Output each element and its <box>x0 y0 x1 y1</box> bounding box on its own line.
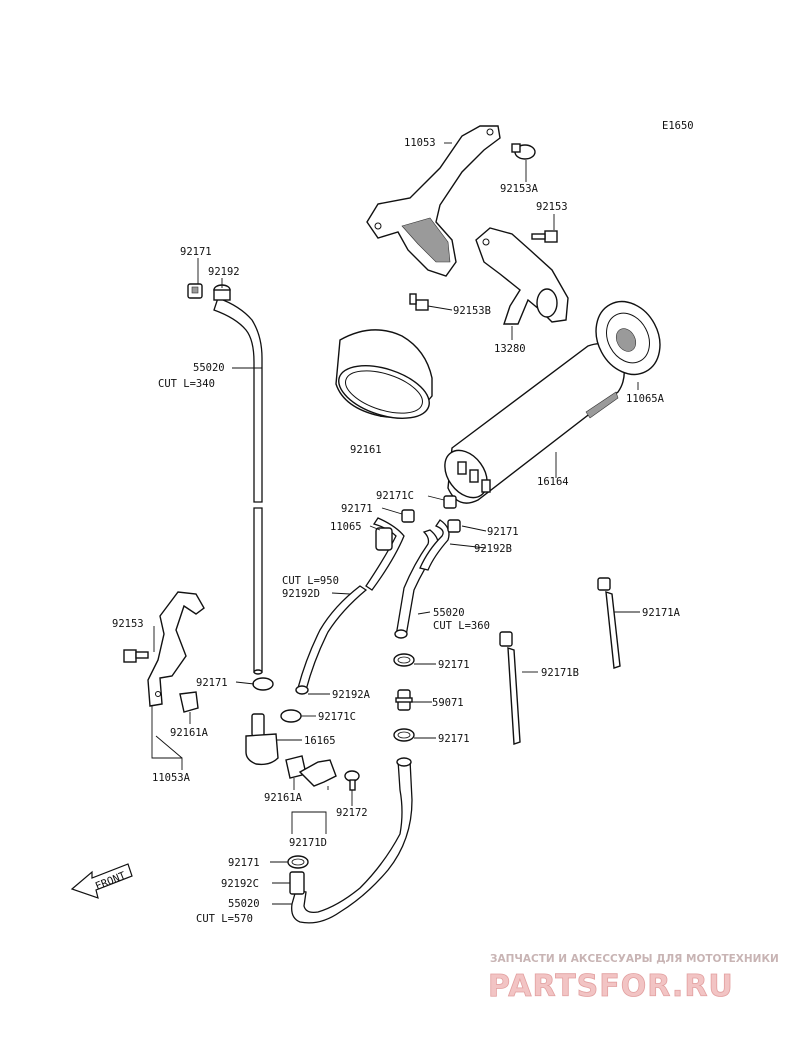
label-11065A: 11065A <box>626 393 665 405</box>
watermark: ЗАПЧАСТИ И АКСЕССУАРЫ ДЛЯ МОТОТЕХНИКИ PA… <box>488 953 779 1004</box>
label-92171-e: 92171 <box>196 677 228 689</box>
label-92161A-b: 92161A <box>264 792 303 804</box>
watermark-logo: PARTSFOR.RU <box>488 969 734 1004</box>
label-92153B: 92153B <box>453 305 491 317</box>
label-92171B: 92171B <box>541 667 579 679</box>
bolt-92153A <box>511 143 536 160</box>
label-92171-b: 92171 <box>341 503 373 515</box>
cap-11065A <box>595 300 661 376</box>
label-92192A: 92192A <box>332 689 371 701</box>
label-92171C-a: 92171C <box>376 490 414 502</box>
canister-16164 <box>444 343 625 504</box>
label-92153-left: 92153 <box>112 618 144 630</box>
valve-16165 <box>245 713 279 766</box>
tie-92171B <box>499 631 521 745</box>
clamp-92171C-valve <box>280 709 302 723</box>
label-92171C-b: 92171C <box>318 711 356 723</box>
label-92192-top: 92192 <box>208 266 240 278</box>
diagram-code: E1650 <box>662 120 694 132</box>
clamp-92171-canister-b <box>447 519 461 533</box>
label-cut-950: CUT L=950 <box>282 575 339 587</box>
fitting-92192C <box>289 871 305 895</box>
label-16165: 16165 <box>304 735 336 747</box>
clamp-92171C-canister <box>443 495 457 509</box>
grommet-92161A-a <box>179 691 199 713</box>
label-cut-570: CUT L=570 <box>196 913 253 925</box>
label-cut-360: CUT L=360 <box>433 620 490 632</box>
clamp-92171-bottom <box>287 855 309 869</box>
bracket-11053 <box>366 125 501 277</box>
clamp-92171-canister-a <box>401 509 415 523</box>
label-11053: 11053 <box>404 137 436 149</box>
label-92161: 92161 <box>350 444 382 456</box>
filter-element-92161 <box>335 329 433 419</box>
label-92161A-a: 92161A <box>170 727 209 739</box>
label-92171-d: 92171 <box>438 659 470 671</box>
clamp-92171-top <box>187 283 203 299</box>
part-labels: 11053 92153A 92153 92153B 13280 11065A 9… <box>112 137 681 925</box>
cap-11065 <box>375 527 393 551</box>
label-92153A: 92153A <box>500 183 539 195</box>
label-92171-top: 92171 <box>180 246 212 258</box>
watermark-tagline: ЗАПЧАСТИ И АКСЕССУАРЫ ДЛЯ МОТОТЕХНИКИ <box>490 953 779 965</box>
fitting-92192-top <box>213 284 231 301</box>
label-55020-a: 55020 <box>193 362 225 374</box>
label-92171-g: 92171 <box>228 857 260 869</box>
label-92171-c: 92171 <box>487 526 519 538</box>
bolt-92172 <box>344 770 360 791</box>
label-11065: 11065 <box>330 521 362 533</box>
hose-55020-l340 <box>213 297 263 675</box>
label-92171A: 92171A <box>642 607 681 619</box>
label-92192B: 92192B <box>474 543 512 555</box>
clamp-92171-valve <box>252 677 274 691</box>
label-55020-b: 55020 <box>433 607 465 619</box>
bracket-clip <box>298 759 337 787</box>
hose-55020-l570 <box>291 757 413 924</box>
front-direction-arrow-icon: FRONT <box>70 863 133 899</box>
leader-lines <box>151 142 640 905</box>
label-92171-f: 92171 <box>438 733 470 745</box>
label-55020-c: 55020 <box>228 898 260 910</box>
clamp-92171-mid-a <box>393 653 415 667</box>
label-92171D: 92171D <box>289 837 327 849</box>
tie-92171A <box>597 577 621 669</box>
label-92172: 92172 <box>336 807 368 819</box>
bolt-92153 <box>531 230 558 243</box>
valve-59071 <box>395 689 413 711</box>
bolt-92153B <box>409 293 429 311</box>
label-59071: 59071 <box>432 697 464 709</box>
bracket-13280 <box>475 227 569 325</box>
label-11053A: 11053A <box>152 772 191 784</box>
label-92192C: 92192C <box>221 878 259 890</box>
bolt-92153-left <box>123 649 149 663</box>
label-cut-340: CUT L=340 <box>158 378 215 390</box>
hose-55020-cut360 <box>394 519 450 639</box>
clamp-92171-mid-b <box>393 728 415 742</box>
label-92192D: 92192D <box>282 588 320 600</box>
bracket-11053A <box>147 591 205 707</box>
label-92153: 92153 <box>536 201 568 213</box>
label-13280: 13280 <box>494 343 526 355</box>
label-16164: 16164 <box>537 476 569 488</box>
